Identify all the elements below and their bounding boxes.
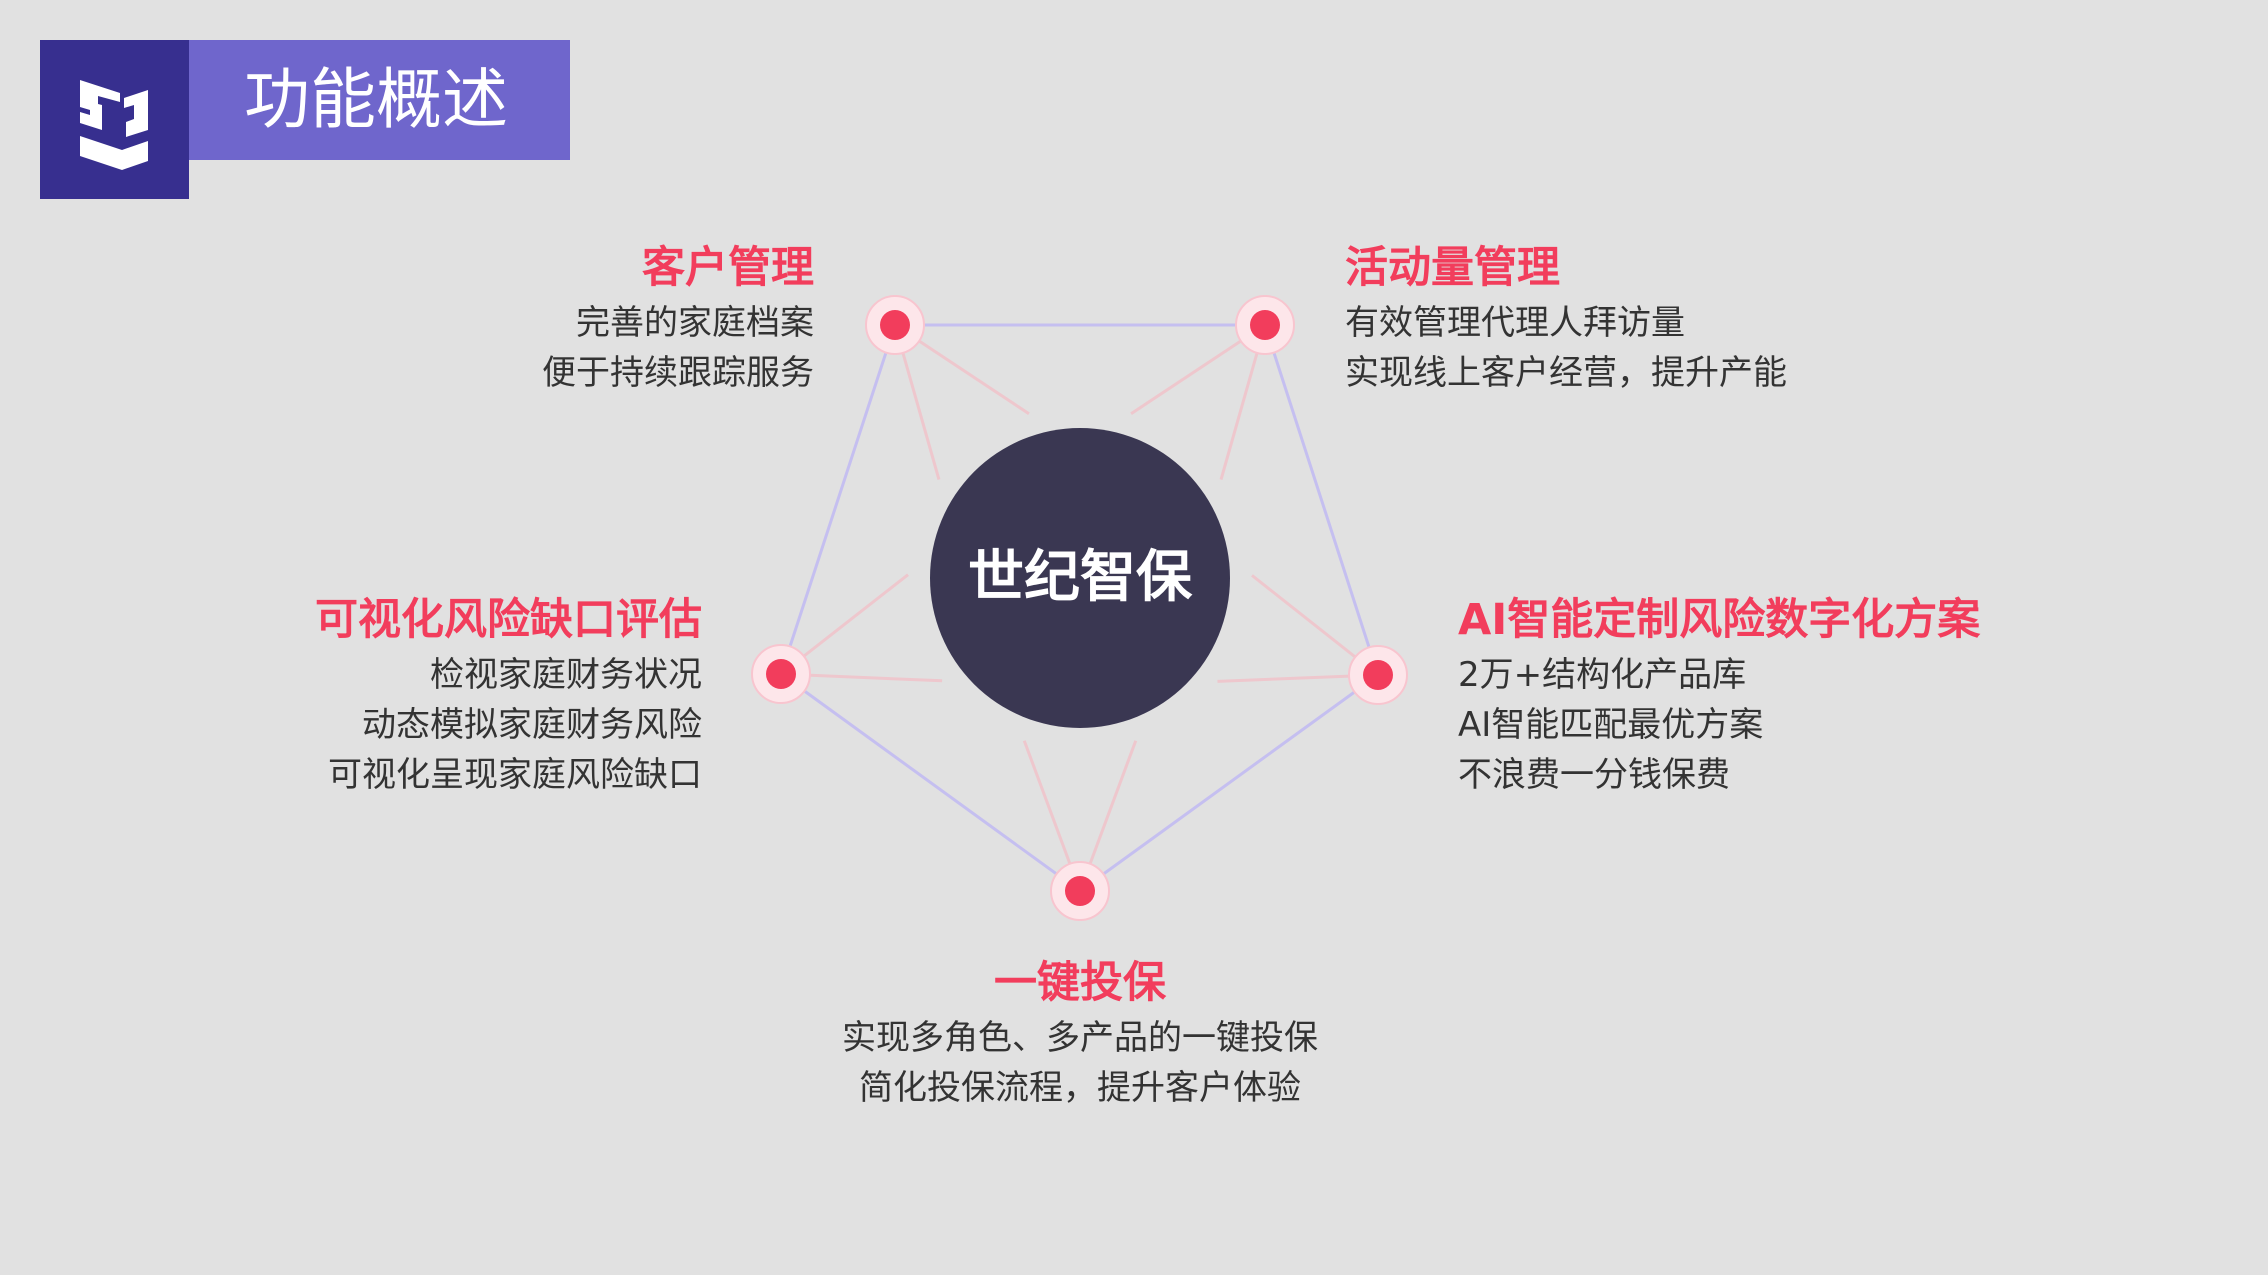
feature-desc: 检视家庭财务状况 xyxy=(430,655,702,695)
node-dot xyxy=(1065,876,1095,906)
feature-title: 活动量管理 xyxy=(1345,243,1560,293)
feature-desc: 实现线上客户经营，提升产能 xyxy=(1345,353,1787,393)
node-dot xyxy=(880,310,910,340)
feature-title: 可视化风险缺口评估 xyxy=(315,595,702,645)
node-dot xyxy=(766,659,796,689)
feature-desc: 可视化呈现家庭风险缺口 xyxy=(328,755,702,795)
feature-desc: 便于持续跟踪服务 xyxy=(542,353,814,393)
connector-line xyxy=(1079,673,1379,893)
logo xyxy=(40,40,189,199)
feature-title: 一键投保 xyxy=(994,958,1166,1008)
feature-one-click-insure: 一键投保 实现多角色、多产品的一键投保 简化投保流程，提升客户体验 xyxy=(680,953,1480,1113)
page-title: 功能概述 xyxy=(244,61,508,138)
feature-title: 客户管理 xyxy=(642,243,814,293)
header-band: 功能概述 xyxy=(189,40,570,160)
feature-desc: 简化投保流程，提升客户体验 xyxy=(859,1068,1301,1108)
feature-desc: AI智能匹配最优方案 xyxy=(1458,705,1764,745)
node-dot xyxy=(1363,660,1393,690)
center-label: 世纪智保 xyxy=(968,545,1192,610)
feature-title: AI智能定制风险数字化方案 xyxy=(1458,595,1981,645)
feature-ai-plan: AI智能定制风险数字化方案 2万+结构化产品库 AI智能匹配最优方案 不浪费一分… xyxy=(1458,590,1980,800)
connector-line xyxy=(1263,324,1380,676)
node-dot xyxy=(1250,310,1280,340)
center-circle xyxy=(930,428,1230,728)
feature-desc: 完善的家庭档案 xyxy=(576,303,814,343)
feature-customer-management: 客户管理 完善的家庭档案 便于持续跟踪服务 xyxy=(542,238,814,398)
connector-line xyxy=(780,672,1081,893)
feature-desc: 动态模拟家庭财务风险 xyxy=(362,705,702,745)
connector-line xyxy=(779,324,897,675)
logo-icon xyxy=(80,80,148,170)
feature-desc: 不浪费一分钱保费 xyxy=(1458,755,1730,795)
feature-desc: 有效管理代理人拜访量 xyxy=(1345,303,1685,343)
feature-risk-gap: 可视化风险缺口评估 检视家庭财务状况 动态模拟家庭财务风险 可视化呈现家庭风险缺… xyxy=(315,590,702,800)
feature-desc: 2万+结构化产品库 xyxy=(1458,655,1747,695)
feature-activity-management: 活动量管理 有效管理代理人拜访量 实现线上客户经营，提升产能 xyxy=(1345,238,1787,398)
feature-desc: 实现多角色、多产品的一键投保 xyxy=(842,1018,1318,1058)
